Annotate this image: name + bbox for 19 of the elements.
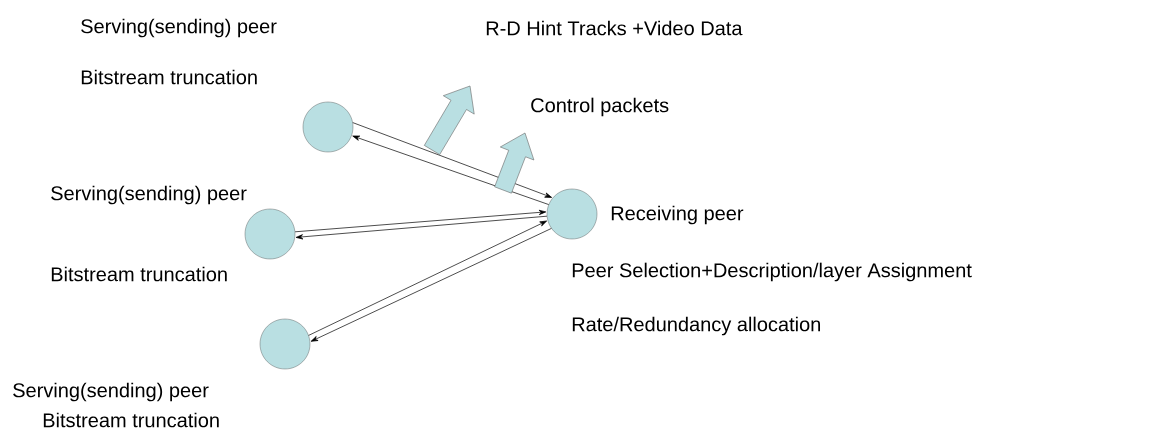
arrow (352, 135, 549, 205)
peer-circle (259, 318, 311, 370)
flow-label: Control packets (531, 97, 669, 117)
peer-circle (546, 188, 598, 240)
peer-label: Rate/Redundancy allocation (572, 316, 820, 336)
peer-label: Peer Selection+Description/layer Assignment (572, 262, 972, 282)
peer-circle (244, 208, 296, 260)
peer-label: Serving(sending) peer (13, 382, 209, 402)
peer-label: Bitstream truncation (51, 266, 227, 282)
peer-label: Serving(sending) peer (81, 18, 277, 38)
arrow (295, 215, 548, 240)
arrow (294, 209, 547, 233)
flow-label: R-D Hint Tracks +Video Data (486, 20, 743, 36)
peer-label: Bitstream truncation (81, 69, 257, 85)
peer-label: Bitstream truncation (43, 412, 219, 428)
peer-circle (302, 101, 354, 153)
peer-label: Receiving peer (611, 205, 744, 225)
arrow (352, 122, 552, 198)
peer-label: Serving(sending) peer (51, 185, 247, 205)
